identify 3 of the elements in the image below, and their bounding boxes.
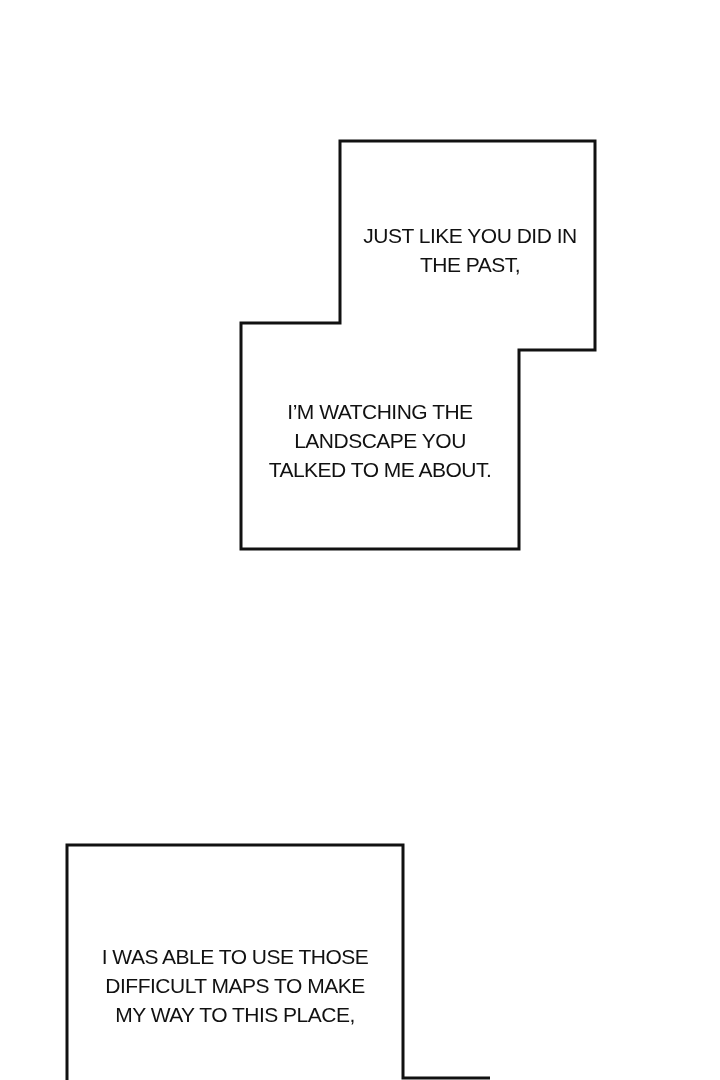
caption-text: JUST LIKE YOU DID IN THE PAST, [362, 223, 578, 278]
caption-text: I’M WATCHING THE LANDSCAPE YOU TALKED TO ME ABOUT. [267, 398, 493, 483]
caption-text: I WAS ABLE TO USE THOSE DIFFICULT MAPS TO MAKE MY WAY TO THIS PLACE, [100, 943, 370, 1028]
